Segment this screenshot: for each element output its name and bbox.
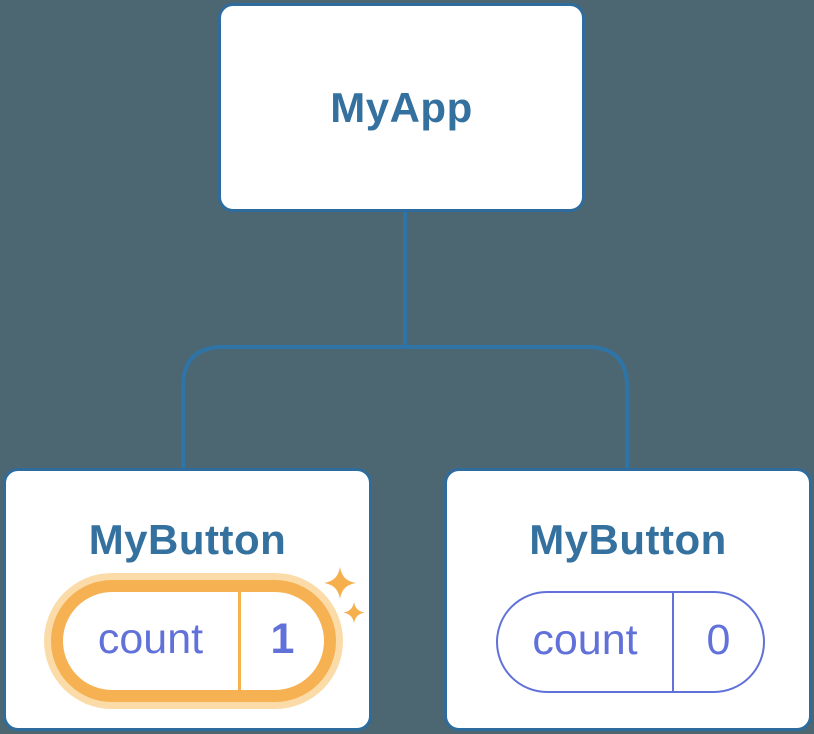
tree-node-myapp: MyApp <box>218 3 585 212</box>
pill-divider <box>238 592 241 690</box>
state-label: count <box>97 614 204 663</box>
node-title-myapp: MyApp <box>330 83 473 131</box>
state-label-box: count <box>63 592 238 690</box>
connector-branch-bracket <box>181 345 629 472</box>
pill-divider <box>672 593 674 691</box>
node-title-mybutton-1: MyButton <box>88 516 287 563</box>
state-label: count <box>532 615 638 664</box>
state-label-box: count <box>498 593 672 691</box>
state-pill-highlighted: count 1 <box>51 580 336 702</box>
state-value: 1 <box>270 614 295 663</box>
tree-node-mybutton-2: MyButton count 0 <box>444 468 812 731</box>
node-title-mybutton-2: MyButton <box>529 516 727 563</box>
state-value-box: 1 <box>241 592 324 690</box>
tree-node-mybutton-1: MyButton count 1 <box>3 468 372 731</box>
sparkles-icon <box>324 567 365 624</box>
state-pill-plain: count 0 <box>496 591 765 693</box>
sparkle-large <box>324 567 356 599</box>
sparkle-small <box>343 602 365 624</box>
state-value-box: 0 <box>674 593 763 691</box>
state-value: 0 <box>706 615 731 664</box>
